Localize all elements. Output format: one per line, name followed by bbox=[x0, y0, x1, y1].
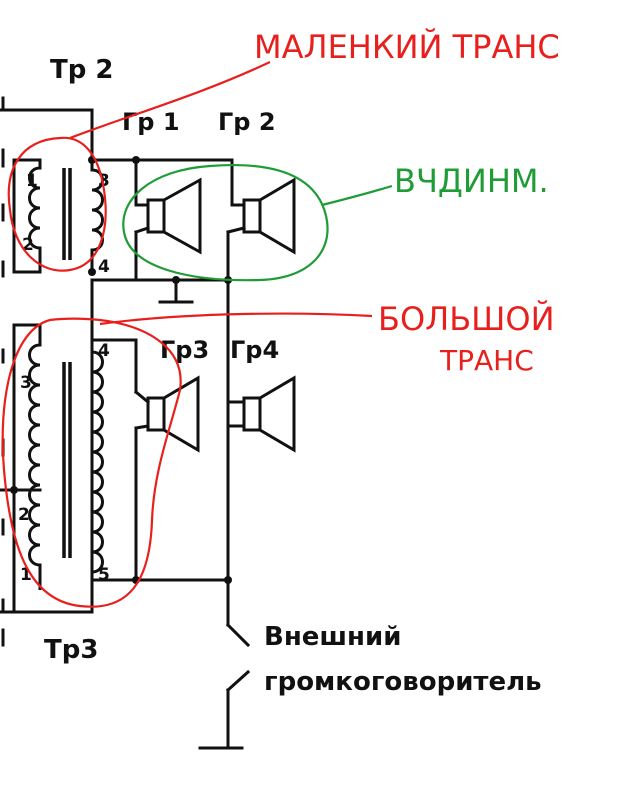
annotation-large-trans: БОЛЬШОЙ ТРАНС bbox=[1, 300, 555, 608]
large-pin-4: 4 bbox=[98, 341, 110, 361]
speaker-gr2-label: Гр 2 bbox=[218, 108, 276, 136]
large-secondary-coil bbox=[90, 340, 104, 580]
speaker-gr3-label: Гр3 bbox=[160, 336, 209, 364]
large-trans-arrow bbox=[99, 312, 373, 326]
small-pin-4: 4 bbox=[98, 257, 110, 277]
large-trans-note-line1: БОЛЬШОЙ bbox=[378, 300, 555, 338]
large-trans-note-line2: ТРАНС bbox=[439, 344, 534, 377]
hf-circle bbox=[122, 163, 329, 282]
large-trans-circle bbox=[1, 317, 182, 608]
large-pin-1: 1 bbox=[20, 565, 32, 585]
external-label-line1: Внешний bbox=[264, 622, 401, 652]
small-trans-note: МАЛЕНКИЙ ТРАНС bbox=[254, 28, 560, 66]
annotation-hf-speakers: ВЧДИНМ. bbox=[122, 162, 549, 282]
speaker-gr2: Гр 2 bbox=[218, 108, 296, 255]
large-pin-5: 5 bbox=[98, 565, 110, 585]
speaker-gr1: Гр 1 bbox=[122, 108, 202, 255]
large-transformer: 3 2 1 4 5 Тр3 bbox=[0, 323, 110, 665]
small-pin-1: 1 bbox=[26, 171, 38, 191]
speaker-gr4-label: Гр4 bbox=[230, 336, 279, 364]
small-transformer-label: Тр 2 bbox=[50, 55, 114, 85]
hf-note: ВЧДИНМ. bbox=[394, 162, 549, 200]
hf-arrow bbox=[321, 184, 393, 207]
speaker-gr4: Гр4 bbox=[226, 336, 296, 453]
annotation-small-trans: МАЛЕНКИЙ ТРАНС bbox=[7, 28, 560, 272]
external-label-line2: громкоговоритель bbox=[264, 667, 542, 697]
small-trans-arrow bbox=[69, 61, 271, 140]
speaker-gr1-label: Гр 1 bbox=[122, 108, 180, 136]
speaker-gr3: Гр3 bbox=[133, 336, 209, 453]
large-pin-3: 3 bbox=[20, 373, 32, 393]
small-primary-coil bbox=[28, 160, 42, 272]
large-transformer-label: Тр3 bbox=[44, 635, 98, 665]
small-pin-2: 2 bbox=[22, 235, 34, 255]
large-pin-2: 2 bbox=[18, 505, 30, 525]
speaker-wiring bbox=[90, 156, 251, 750]
large-primary-coil bbox=[28, 325, 42, 590]
small-trans-circle bbox=[7, 136, 107, 272]
small-pin-3: 3 bbox=[98, 171, 110, 191]
small-transformer: 1 2 3 4 Тр 2 bbox=[0, 55, 114, 277]
